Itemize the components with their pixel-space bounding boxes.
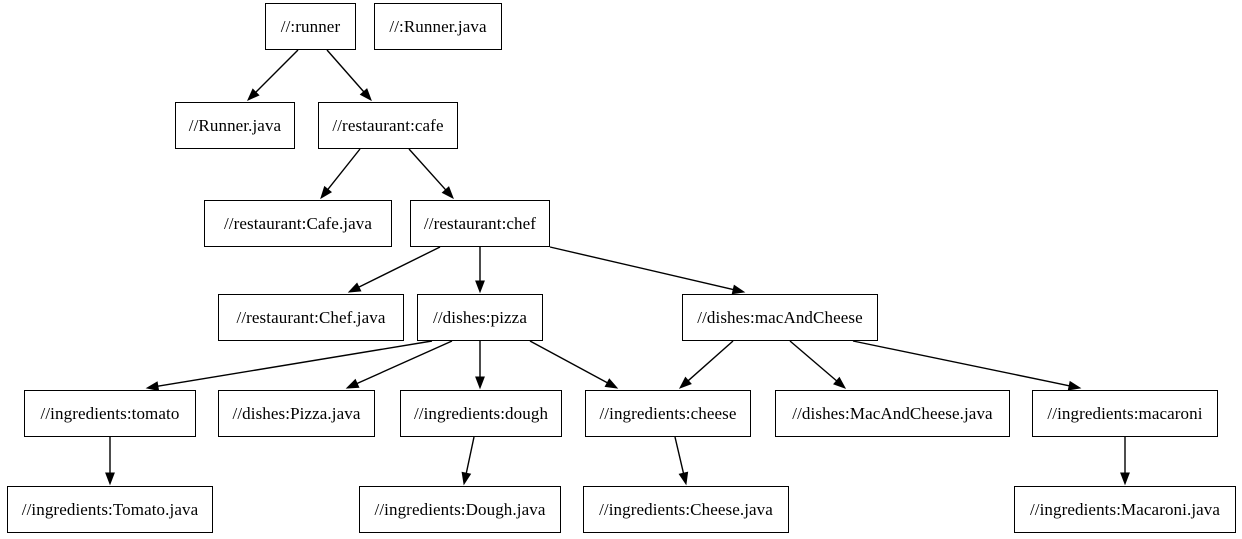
- graph-arrowhead-restaurant_chef-to-dishes_pizza: [475, 280, 485, 294]
- graph-arrowhead-ing_dough-to-dough_java: [461, 471, 472, 486]
- graph-node-restaurant_cafe[interactable]: //restaurant:cafe: [318, 102, 458, 149]
- graph-arrowhead-dishes_mac-to-mac_java: [833, 376, 847, 389]
- graph-edge-dishes_mac-to-ing_cheese: [687, 340, 734, 382]
- graph-arrowhead-runner-to-runner_java: [247, 88, 260, 101]
- graph-node-label: //ingredients:cheese: [599, 404, 737, 423]
- graph-node-label: //restaurant:cafe: [332, 116, 444, 135]
- graph-edge-ing_cheese-to-cheese_java: [674, 436, 685, 474]
- graph-node-pizza_java[interactable]: //dishes:Pizza.java: [218, 390, 375, 437]
- graph-arrowhead-ing_macaroni-to-macaroni_java: [1120, 472, 1130, 486]
- graph-node-label: //dishes:pizza: [433, 308, 527, 327]
- graph-edge-dishes_mac-to-mac_java: [789, 340, 838, 382]
- graph-node-label: //ingredients:Tomato.java: [21, 500, 199, 519]
- graph-node-mac_java[interactable]: //dishes:MacAndCheese.java: [775, 390, 1010, 437]
- graph-edge-restaurant_cafe-to-cafe_java: [327, 148, 361, 190]
- graph-arrowhead-dishes_mac-to-ing_macaroni: [1067, 380, 1082, 391]
- graph-node-runner_java_root[interactable]: //:Runner.java: [374, 3, 502, 50]
- graph-edge-dishes_mac-to-ing_macaroni: [852, 340, 1070, 387]
- graph-node-ing_dough[interactable]: //ingredients:dough: [400, 390, 562, 437]
- graph-arrowhead-dishes_pizza-to-ing_dough: [475, 376, 485, 390]
- graph-edge-runner-to-restaurant_cafe: [326, 49, 365, 93]
- graph-node-dishes_mac[interactable]: //dishes:macAndCheese: [682, 294, 878, 341]
- graph-node-chef_java[interactable]: //restaurant:Chef.java: [218, 294, 404, 341]
- graph-node-ing_macaroni[interactable]: //ingredients:macaroni: [1032, 390, 1218, 437]
- graph-node-label: //ingredients:Macaroni.java: [1029, 500, 1221, 519]
- graph-node-dishes_pizza[interactable]: //dishes:pizza: [417, 294, 543, 341]
- graph-node-label: //ingredients:tomato: [40, 404, 180, 423]
- graph-edge-dishes_pizza-to-ing_tomato: [157, 340, 433, 387]
- graph-node-label: //Runner.java: [188, 116, 282, 135]
- graph-edge-dishes_pizza-to-ing_cheese: [529, 340, 608, 384]
- graph-node-label: //ingredients:Dough.java: [374, 500, 546, 519]
- graph-node-macaroni_java[interactable]: //ingredients:Macaroni.java: [1014, 486, 1236, 533]
- graph-node-label: //dishes:MacAndCheese.java: [792, 404, 993, 423]
- graph-edge-restaurant_chef-to-dishes_mac: [549, 246, 734, 291]
- graph-node-label: //restaurant:chef: [423, 214, 537, 233]
- graph-node-dough_java[interactable]: //ingredients:Dough.java: [359, 486, 561, 533]
- graph-arrowhead-ing_cheese-to-cheese_java: [678, 471, 689, 486]
- graph-node-ing_tomato[interactable]: //ingredients:tomato: [24, 390, 196, 437]
- edges-group: [105, 49, 1130, 486]
- graph-node-runner_java[interactable]: //Runner.java: [175, 102, 295, 149]
- graph-edge-dishes_pizza-to-pizza_java: [356, 340, 453, 385]
- graph-node-runner[interactable]: //:runner: [265, 3, 356, 50]
- graph-arrowhead-dishes_pizza-to-ing_tomato: [145, 381, 160, 391]
- graph-node-label: //dishes:macAndCheese: [697, 308, 863, 327]
- graph-edge-restaurant_cafe-to-restaurant_chef: [408, 148, 447, 191]
- graph-node-label: //restaurant:Cafe.java: [223, 214, 373, 233]
- graph-edge-restaurant_chef-to-chef_java: [358, 246, 441, 288]
- graph-node-label: //dishes:Pizza.java: [232, 404, 361, 423]
- graph-node-label: //ingredients:macaroni: [1047, 404, 1203, 423]
- graph-node-label: //:Runner.java: [389, 17, 487, 36]
- graph-node-cheese_java[interactable]: //ingredients:Cheese.java: [583, 486, 789, 533]
- graph-node-ing_cheese[interactable]: //ingredients:cheese: [585, 390, 751, 437]
- graph-arrowhead-dishes_mac-to-ing_cheese: [678, 376, 692, 389]
- graph-arrowhead-ing_tomato-to-tomato_java: [105, 472, 115, 486]
- graph-node-label: //restaurant:Chef.java: [236, 308, 386, 327]
- graph-edge-runner-to-runner_java: [255, 49, 299, 93]
- graph-node-label: //ingredients:dough: [413, 404, 549, 423]
- graph-node-restaurant_chef[interactable]: //restaurant:chef: [410, 200, 550, 247]
- graph-node-cafe_java[interactable]: //restaurant:Cafe.java: [204, 200, 392, 247]
- graph-arrowhead-restaurant_chef-to-dishes_mac: [731, 284, 746, 295]
- graph-node-label: //:runner: [280, 17, 341, 36]
- graph-arrowhead-dishes_pizza-to-pizza_java: [345, 378, 360, 389]
- graph-arrowhead-restaurant_cafe-to-cafe_java: [320, 185, 333, 200]
- graph-node-tomato_java[interactable]: //ingredients:Tomato.java: [7, 486, 213, 533]
- graph-arrowhead-runner-to-restaurant_cafe: [359, 88, 372, 102]
- graph-arrowhead-restaurant_cafe-to-restaurant_chef: [441, 186, 454, 200]
- graph-arrowhead-dishes_pizza-to-ing_cheese: [604, 378, 619, 389]
- graph-edge-ing_dough-to-dough_java: [465, 436, 475, 474]
- graph-node-label: //ingredients:Cheese.java: [599, 500, 773, 519]
- graph-arrowhead-restaurant_chef-to-chef_java: [347, 282, 362, 293]
